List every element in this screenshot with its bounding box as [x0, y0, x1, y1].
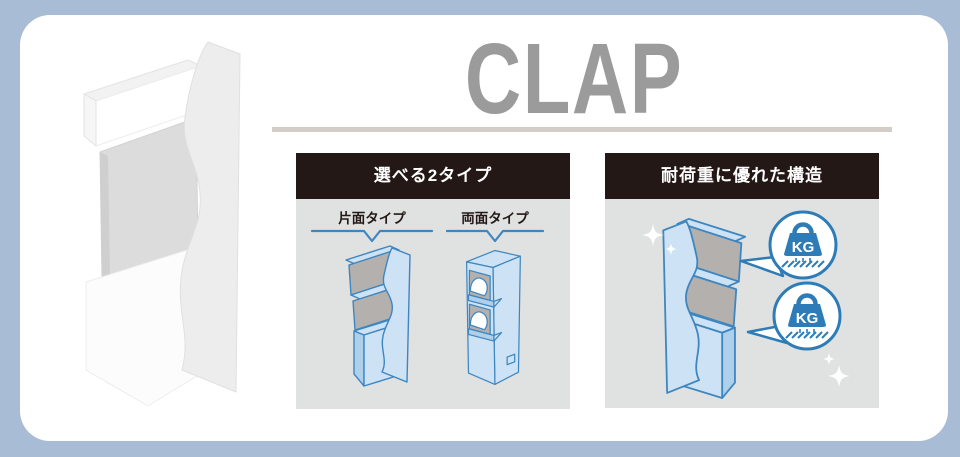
panel-two-types-header: 選べる2タイプ — [296, 153, 570, 199]
kg-badge-2: KG — [746, 281, 842, 351]
product-render — [70, 40, 270, 420]
panel-two-types: 選べる2タイプ 片面タイプ — [296, 153, 570, 409]
page-title-text: CLAP — [464, 23, 684, 135]
content-card: CLAP 選べる2タイプ 片面タイプ — [20, 15, 948, 441]
display-stand-image — [83, 41, 241, 407]
single-sided-label: 片面タイプ — [338, 211, 406, 226]
double-sided-stand-icon — [465, 249, 521, 386]
figure-single-sided: 片面タイプ — [310, 207, 434, 243]
panel-load-capacity: 耐荷重に優れた構造 — [605, 153, 879, 408]
panel-load-capacity-body: KG — [605, 199, 879, 408]
load-stand-illustration: KG — [642, 210, 850, 399]
kg-badge-label: KG — [796, 310, 819, 327]
bracket-underline-icon — [310, 229, 434, 243]
page-title: CLAP — [276, 29, 872, 129]
bracket-underline-icon — [445, 229, 545, 243]
double-sided-label: 両面タイプ — [461, 211, 529, 226]
single-sided-stand-icon — [345, 245, 411, 387]
figure-double-sided: 両面タイプ — [436, 207, 554, 243]
panel-two-types-body: 片面タイプ — [296, 199, 570, 409]
sparkle-icon — [642, 224, 850, 387]
title-divider — [272, 127, 892, 132]
panel-load-capacity-header: 耐荷重に優れた構造 — [605, 153, 879, 199]
kg-badge-1: KG — [739, 210, 838, 280]
kg-badge-label: KG — [792, 239, 815, 256]
